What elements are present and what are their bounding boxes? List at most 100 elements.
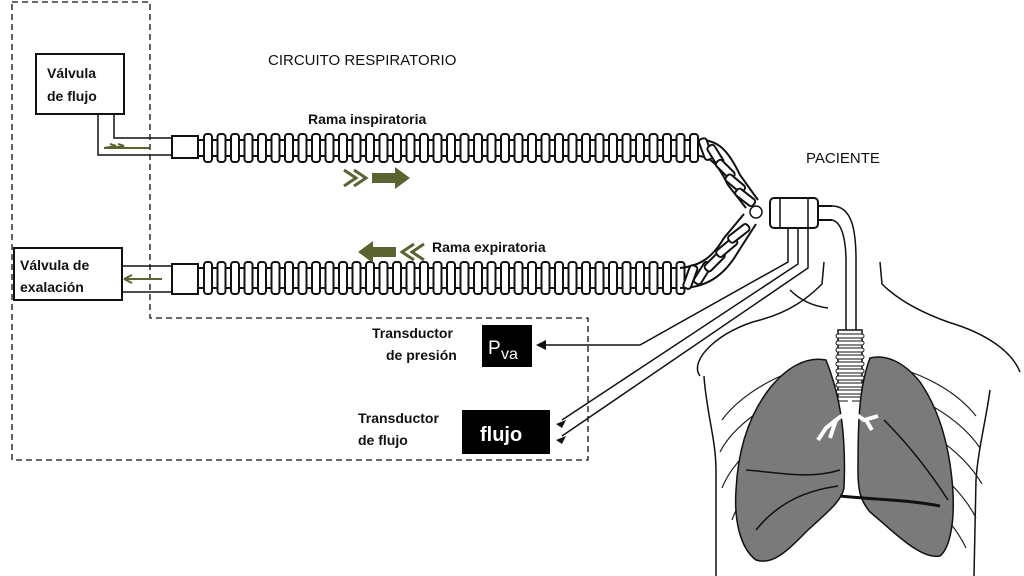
tube-corrugation bbox=[311, 133, 321, 163]
tube-corrugation bbox=[567, 133, 578, 163]
tube-corrugation bbox=[608, 261, 618, 295]
tube-corrugation bbox=[419, 261, 429, 295]
exhalation-valve-label-line1: Válvula de bbox=[20, 257, 89, 273]
inspiratory-bend bbox=[697, 137, 759, 209]
tube-corrugation bbox=[486, 133, 497, 163]
inspiratory-tube bbox=[198, 133, 700, 163]
tube-corrugation bbox=[540, 261, 551, 295]
pressure-display-main: P bbox=[488, 338, 501, 359]
tube-corrugation bbox=[621, 133, 632, 163]
tube-corrugation bbox=[486, 261, 497, 295]
tube-corrugation bbox=[270, 261, 281, 295]
flow-transducer-label-line2: de flujo bbox=[358, 432, 408, 448]
tube-corrugation bbox=[284, 133, 294, 163]
tube-corrugation bbox=[734, 187, 757, 208]
tube-corrugation bbox=[689, 133, 699, 163]
inspiratory-flow-arrow bbox=[343, 167, 410, 189]
exhalation-valve-label-line2: exalación bbox=[20, 279, 84, 295]
patient-label: PACIENTE bbox=[806, 150, 880, 167]
tube-corrugation bbox=[473, 261, 483, 295]
tube-corrugation bbox=[365, 261, 375, 295]
flow-display bbox=[462, 410, 550, 454]
tube-corrugation bbox=[311, 261, 321, 295]
flow-sample-line-2 bbox=[561, 228, 809, 437]
flow-valve-outlet bbox=[97, 114, 172, 156]
tube-corrugation bbox=[635, 261, 645, 295]
trachea-ring bbox=[835, 347, 865, 353]
tube-corrugation bbox=[727, 223, 751, 244]
tube-corrugation bbox=[432, 261, 443, 295]
expiratory-branch-label: Rama expiratoria bbox=[432, 239, 546, 255]
tube-corrugation bbox=[621, 261, 632, 295]
pressure-sample-line bbox=[538, 228, 789, 346]
expiratory-flow-arrow bbox=[358, 241, 425, 263]
patient-torso bbox=[696, 261, 1021, 576]
tube-corrugation bbox=[648, 133, 659, 163]
tube-corrugation bbox=[662, 261, 672, 295]
flow-valve-small-arrow bbox=[103, 143, 150, 149]
tube-corrugation bbox=[513, 261, 524, 295]
tube-corrugation bbox=[459, 261, 470, 295]
tube-corrugation bbox=[297, 133, 308, 163]
pressure-transducer-label-line2: de presión bbox=[386, 347, 457, 363]
flow-display-text: flujo bbox=[480, 424, 522, 446]
trachea-ring bbox=[835, 368, 865, 374]
ventilator-boundary bbox=[11, 1, 589, 461]
tube-corrugation bbox=[284, 261, 294, 295]
tube-corrugation bbox=[594, 133, 605, 163]
tube-corrugation bbox=[527, 261, 537, 295]
tube-corrugation bbox=[324, 133, 335, 163]
flow-arrowhead-1 bbox=[556, 420, 566, 428]
inspiratory-connector bbox=[171, 135, 199, 159]
expiratory-connector bbox=[171, 263, 199, 295]
tube-corrugation bbox=[257, 133, 267, 163]
expiratory-bend bbox=[679, 213, 757, 290]
expiratory-tube bbox=[198, 261, 686, 295]
inspiratory-branch-label: Rama inspiratoria bbox=[308, 111, 426, 127]
tube-corrugation bbox=[419, 133, 429, 163]
exhalation-valve-inlet bbox=[122, 265, 172, 293]
tube-corrugation bbox=[675, 133, 686, 163]
tube-corrugation bbox=[446, 133, 456, 163]
tube-corrugation bbox=[500, 261, 510, 295]
pressure-arrowhead bbox=[536, 340, 546, 350]
flow-arrowhead-2 bbox=[556, 436, 566, 444]
tube-corrugation bbox=[567, 261, 578, 295]
bronchial-tree bbox=[816, 400, 879, 442]
flow-valve-label-line2: de flujo bbox=[47, 88, 97, 104]
tube-corrugation bbox=[270, 133, 281, 163]
left-lung-fissure bbox=[883, 419, 949, 501]
tube-corrugation bbox=[513, 133, 524, 163]
tube-corrugation bbox=[378, 261, 389, 295]
tube-corrugation bbox=[203, 261, 213, 295]
flow-valve: Válvula de flujo bbox=[35, 53, 125, 115]
tube-corrugation bbox=[608, 133, 618, 163]
tube-corrugation bbox=[351, 133, 362, 163]
trachea-ring bbox=[835, 333, 865, 339]
trachea-ring bbox=[835, 354, 865, 360]
trachea-ring bbox=[835, 361, 865, 367]
tube-corrugation bbox=[297, 261, 308, 295]
tube-corrugation bbox=[203, 133, 213, 163]
tube-corrugation bbox=[554, 261, 564, 295]
tube-corrugation bbox=[365, 133, 375, 163]
right-lung-fissure bbox=[745, 469, 841, 531]
tube-corrugation bbox=[257, 261, 267, 295]
tube-corrugation bbox=[243, 133, 254, 163]
tube-corrugation bbox=[405, 133, 416, 163]
tube-corrugation bbox=[432, 133, 443, 163]
trachea-ring bbox=[835, 375, 865, 381]
tube-corrugation bbox=[324, 261, 335, 295]
tube-corrugation bbox=[392, 261, 402, 295]
pressure-display-sub: va bbox=[501, 346, 518, 363]
tube-corrugation bbox=[338, 133, 348, 163]
tube-corrugation bbox=[648, 261, 659, 295]
tube-corrugation bbox=[594, 261, 605, 295]
tube-corrugation bbox=[230, 133, 240, 163]
trachea-ring bbox=[835, 382, 865, 388]
tube-corrugation bbox=[473, 133, 483, 163]
tube-corrugation bbox=[230, 261, 240, 295]
flow-valve-label-line1: Válvula bbox=[47, 65, 96, 81]
tube-corrugation bbox=[500, 133, 510, 163]
